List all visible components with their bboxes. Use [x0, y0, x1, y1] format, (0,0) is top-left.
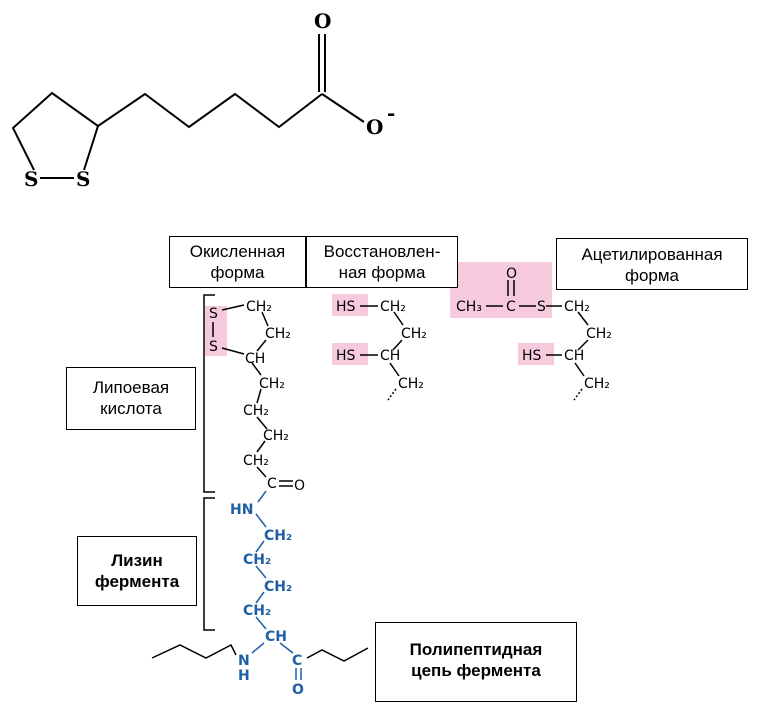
ox-ch2-2: CH₂ [265, 326, 291, 342]
ox-c: C [267, 476, 277, 492]
top-s2: S [76, 167, 90, 191]
ac-c: C [506, 299, 516, 315]
ac-hs: HS [522, 348, 542, 364]
lipoate-skeletal-structure [11, 34, 365, 179]
label-reduced-form: Восстановлен- ная форма [306, 236, 458, 288]
red-ch2-3: CH₂ [398, 376, 424, 392]
carboxylate-o-bond [321, 93, 365, 123]
label-polypeptide-line1: Полипептидная [409, 640, 543, 659]
label-lipoic-acid: Липоевая кислота [66, 367, 196, 430]
ox-s2: S [209, 339, 218, 355]
label-acetylated-line2: форма [624, 266, 680, 285]
ox-ch2-1: CH₂ [246, 299, 272, 315]
label-reduced-line2: ная форма [338, 263, 426, 282]
highlight-ac-hs [518, 343, 554, 365]
ac-ch2-3: CH₂ [584, 376, 610, 392]
bracket-lysine [203, 497, 215, 631]
oxidized-bonds [212, 304, 293, 487]
red-hs2: HS [336, 348, 356, 364]
acetylated-bonds [486, 280, 589, 401]
ox-ch2-6: CH₂ [243, 453, 269, 469]
ox-ch2-3: CH₂ [259, 376, 285, 392]
label-reduced-line1: Восстановлен- [323, 242, 441, 261]
label-oxidized-line2: форма [210, 263, 265, 282]
label-lipoic-line1: Липоевая [92, 378, 170, 397]
highlight-red-hs2 [332, 343, 368, 365]
label-lysine: Лизин фермента [77, 536, 197, 606]
lys-h: H [238, 668, 250, 684]
highlight-red-hs1 [332, 294, 368, 316]
lys-ch: CH [265, 629, 287, 645]
red-ch2-2: CH₂ [401, 326, 427, 342]
bracket-lipoic [203, 294, 215, 493]
lys-ch2-1: CH₂ [264, 528, 292, 544]
top-charge: - [387, 101, 395, 125]
label-acetylated-line1: Ацетилированная [581, 245, 723, 264]
label-acetylated-form: Ацетилированная форма [556, 238, 748, 290]
ox-ch: CH [245, 351, 265, 367]
ac-ch3: CH₃ [456, 299, 482, 315]
label-oxidized-form: Окисленная форма [169, 236, 306, 288]
lys-n: N [238, 653, 250, 669]
lys-hn: HN [230, 502, 253, 518]
ac-o: O [506, 266, 517, 282]
red-ch: CH [380, 348, 400, 364]
label-lipoic-line2: кислота [100, 399, 162, 418]
pentanoate-chain-bonds [97, 92, 323, 129]
lys-ch2-3: CH₂ [264, 579, 292, 595]
top-o-double: O [314, 9, 331, 33]
ox-o: O [294, 478, 305, 494]
backbone-bonds [151, 643, 369, 662]
ox-s1: S [209, 306, 218, 322]
lysine-bonds [251, 490, 302, 680]
label-polypeptide-line2: цепь фермента [411, 661, 541, 680]
lys-o: O [292, 682, 304, 698]
ox-ch2-5: CH₂ [263, 428, 289, 444]
lys-ch2-2: CH₂ [243, 552, 271, 568]
highlight-ox-ss [205, 306, 227, 356]
label-polypeptide-chain: Полипептидная цепь фермента [375, 622, 577, 702]
ac-s: S [537, 299, 546, 315]
label-oxidized-line1: Окисленная [189, 242, 286, 261]
top-o-minus: O [366, 115, 383, 139]
red-ch2-1: CH₂ [380, 299, 406, 315]
label-lysine-line1: Лизин [111, 551, 163, 570]
red-hs1: HS [336, 299, 356, 315]
ac-ch2-2: CH₂ [586, 326, 612, 342]
reduced-bonds [360, 305, 404, 401]
ac-ch: CH [564, 348, 584, 364]
dithiolane-ring-bonds [11, 91, 100, 171]
ox-ch2-4: CH₂ [243, 403, 269, 419]
highlight-group [205, 262, 554, 365]
label-lysine-line2: фермента [94, 572, 180, 591]
lys-ch2-4: CH₂ [243, 603, 271, 619]
top-s1: S [24, 167, 38, 191]
lys-c: C [292, 653, 302, 669]
ac-ch2-1: CH₂ [564, 299, 590, 315]
highlight-acetyl [450, 262, 552, 318]
